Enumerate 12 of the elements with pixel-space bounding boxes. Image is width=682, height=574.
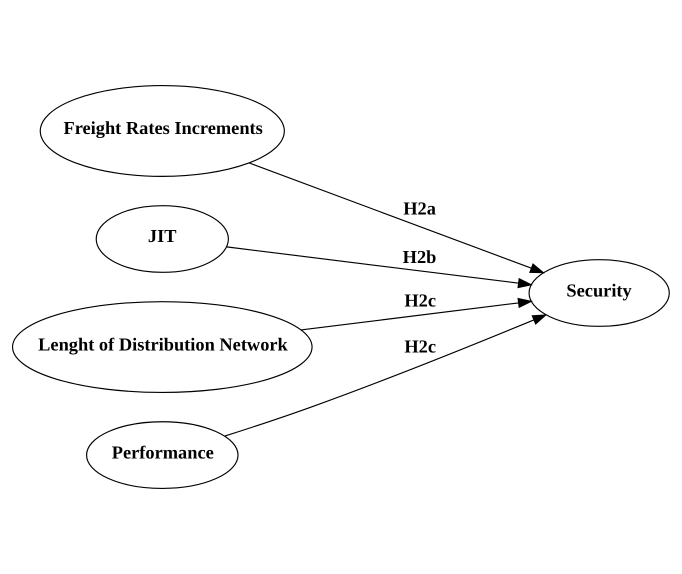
arrow: [224, 314, 548, 437]
node-ellipse: JIT: [96, 205, 229, 273]
node-ellipse: Lenght of Distribution Network: [12, 301, 313, 394]
node-ellipse: Freight Rates Increments: [40, 85, 285, 177]
node-ellipse: Performance: [86, 421, 239, 489]
edge-label: H2b: [402, 246, 436, 267]
arrow: [300, 298, 533, 331]
arrow: [249, 162, 545, 274]
edge-label: H2c: [404, 336, 436, 357]
edge-label: H2c: [404, 290, 436, 311]
edge-label: H2a: [403, 198, 436, 219]
arrow: [226, 246, 533, 288]
